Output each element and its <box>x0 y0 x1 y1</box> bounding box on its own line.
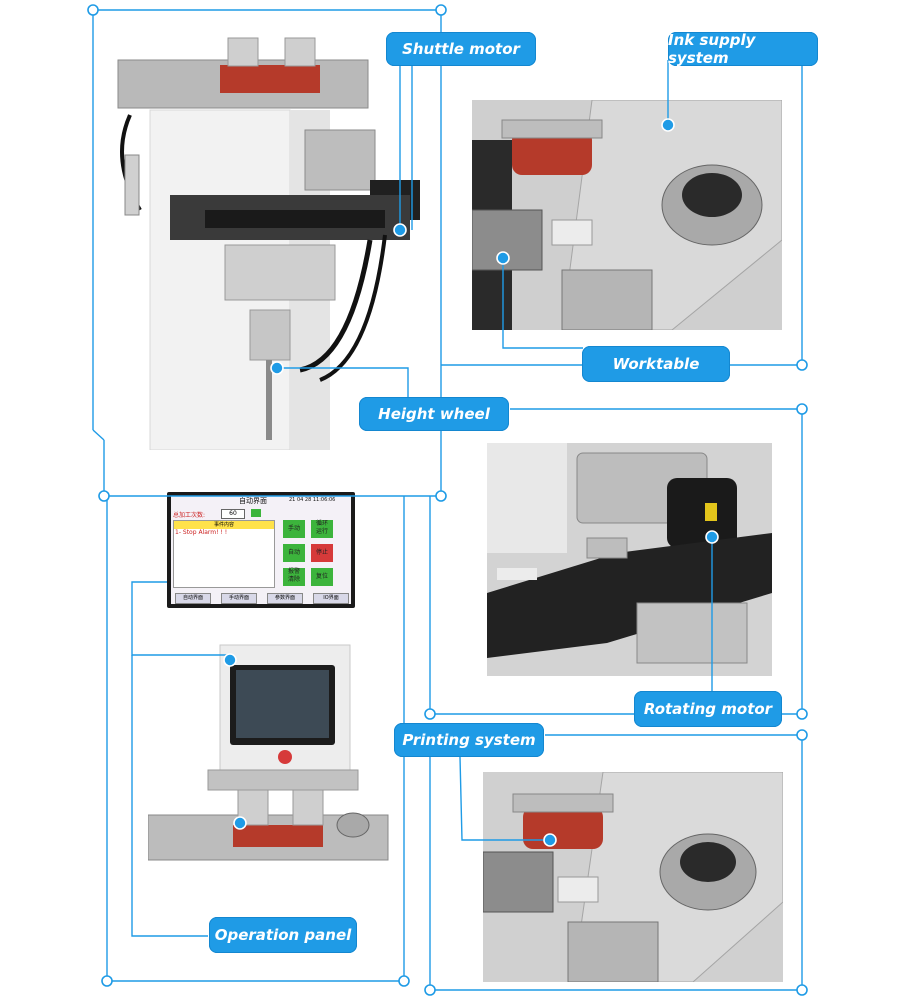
label-rotating-motor: Rotating motor <box>634 691 782 727</box>
hmi-title-bar: 自动界面 21 04 28 11:06:06 <box>171 496 351 506</box>
hmi-display: 自动界面 21 04 28 11:06:06 总加工次数: 60 事件内容 1-… <box>171 496 351 604</box>
label-height-wheel: Height wheel <box>359 397 509 431</box>
hmi-datetime: 21 04 28 11:06:06 <box>289 497 336 503</box>
machine-photo-printing-system <box>483 772 783 982</box>
hmi-alarm-header: 事件内容 <box>174 521 274 529</box>
hmi-button-reset[interactable]: 复位 <box>311 568 333 586</box>
hmi-alarm-panel: 事件内容 1- Stop Alarm! ! ! <box>173 520 275 588</box>
machine-photo-main <box>100 30 430 450</box>
hmi-button-alarm-clear[interactable]: 报警 清除 <box>283 568 305 586</box>
hmi-counter-value: 60 <box>221 509 245 519</box>
hmi-footer-tab-params[interactable]: 参数界面 <box>267 593 303 604</box>
machine-photo-rotating-motor <box>487 443 772 676</box>
hmi-title: 自动界面 <box>239 497 267 505</box>
label-ink-supply-system: Ink supply system <box>668 31 818 67</box>
hmi-button-cycle[interactable]: 循环 运行 <box>311 520 333 538</box>
hmi-button-stop[interactable]: 停止 <box>311 544 333 562</box>
hmi-footer-tab-auto[interactable]: 自动界面 <box>175 593 211 604</box>
label-worktable: Worktable <box>582 346 730 382</box>
hmi-counter-label: 总加工次数: <box>173 512 206 519</box>
machine-photo-ink-supply <box>472 100 782 330</box>
hmi-footer-tab-manual[interactable]: 手动界面 <box>221 593 257 604</box>
hmi-button-manual[interactable]: 手动 <box>283 520 305 538</box>
hmi-counter-reset[interactable] <box>251 509 261 517</box>
label-operation-panel: Operation panel <box>209 917 357 953</box>
label-printing-system: Printing system <box>394 723 544 757</box>
label-shuttle-motor: Shuttle motor <box>386 32 536 66</box>
hmi-footer-tab-io[interactable]: IO界面 <box>313 593 349 604</box>
hmi-screen: 自动界面 21 04 28 11:06:06 总加工次数: 60 事件内容 1-… <box>167 492 355 608</box>
machine-photo-operation-panel <box>148 640 393 880</box>
hmi-alarm-text: 1- Stop Alarm! ! ! <box>175 529 228 536</box>
hmi-button-auto[interactable]: 自动 <box>283 544 305 562</box>
